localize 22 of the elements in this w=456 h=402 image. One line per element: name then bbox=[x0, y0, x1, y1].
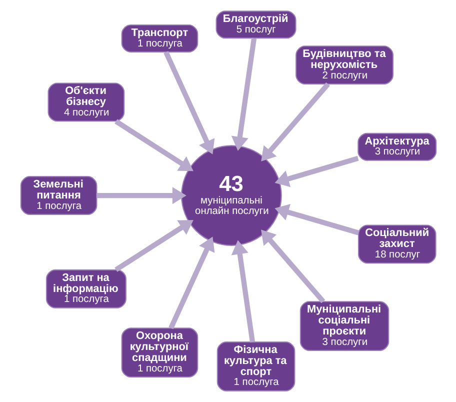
arrow bbox=[163, 51, 214, 154]
node-box: Об'єкти бізнесу 4 послуги bbox=[47, 82, 124, 122]
arrow bbox=[260, 230, 325, 304]
node-box: Архітектура 3 послуги bbox=[357, 132, 436, 161]
node-box: Муніципальні соціальні проєкти 3 послуги bbox=[299, 301, 389, 351]
node-box: Запит на інформацію 1 послуга bbox=[45, 269, 126, 308]
node-box: Охорона культурної спадщини 1 послуга bbox=[120, 328, 198, 378]
arrow bbox=[96, 186, 186, 204]
arrow bbox=[274, 204, 359, 236]
arrow bbox=[168, 236, 214, 330]
node-box: Земельні питання 1 послуга bbox=[20, 176, 97, 216]
arrow bbox=[260, 82, 330, 162]
arrow bbox=[230, 240, 255, 342]
arrow bbox=[114, 119, 193, 172]
node-box: Будівництво та нерухомість 2 послуги bbox=[295, 46, 393, 85]
node-box: Транспорт 1 послуга bbox=[120, 24, 198, 52]
arrow bbox=[114, 220, 193, 272]
arrow bbox=[274, 156, 358, 188]
node-box: Соціальний захист 18 послуг bbox=[357, 224, 436, 264]
node-box: Благоустрій 5 послуг bbox=[215, 10, 296, 39]
arrow bbox=[230, 38, 256, 151]
node-box: Фізична культура та спорт 1 послуга bbox=[216, 342, 295, 392]
